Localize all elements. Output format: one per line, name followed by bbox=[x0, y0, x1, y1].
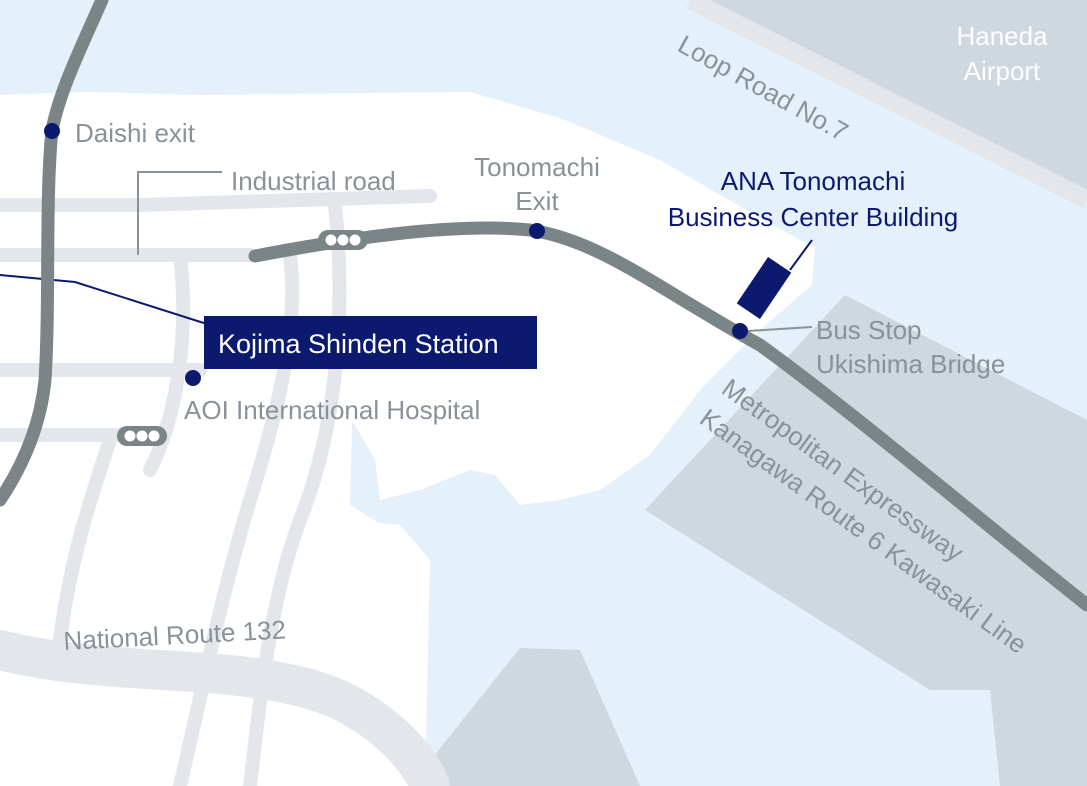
bus-stop-label-line1: Bus Stop bbox=[816, 315, 922, 345]
haneda-label-line1: Haneda bbox=[956, 21, 1048, 51]
industrial-road-label: Industrial road bbox=[231, 166, 396, 196]
loop-road-line bbox=[685, 0, 1087, 209]
local-road-d bbox=[143, 248, 191, 477]
industrial-land-right bbox=[645, 295, 1087, 786]
traffic-light-icon bbox=[318, 230, 368, 250]
location-dot-icon bbox=[732, 323, 748, 339]
location-dot-icon bbox=[529, 223, 545, 239]
left-expressway bbox=[0, 0, 109, 507]
railway-line bbox=[0, 274, 211, 326]
tonomachi-exit-label-line2: Exit bbox=[515, 186, 559, 216]
station-badge bbox=[204, 316, 537, 369]
location-dot-icon bbox=[44, 123, 60, 139]
traffic-light-icon bbox=[117, 426, 167, 446]
industrial-road-leader bbox=[137, 171, 222, 255]
daishi-exit-label: Daishi exit bbox=[75, 118, 196, 148]
metropolitan-expressway bbox=[248, 221, 1087, 612]
industrial-land-bottom bbox=[410, 648, 640, 786]
kojima-station-label: Kojima Shinden Station bbox=[218, 329, 499, 359]
ana-building-label-line2: Business Center Building bbox=[668, 202, 959, 232]
aoi-hospital-label: AOI International Hospital bbox=[184, 395, 480, 425]
haneda-label-line2: Airport bbox=[964, 56, 1041, 86]
ana-building-leader bbox=[789, 239, 813, 271]
tonomachi-exit-label-line1: Tonomachi bbox=[474, 152, 600, 182]
ana-building-label-line1: ANA Tonomachi bbox=[721, 166, 906, 196]
building-icon bbox=[736, 256, 792, 320]
national-route-132 bbox=[0, 630, 450, 786]
local-road-g bbox=[53, 433, 117, 647]
local-road-f bbox=[243, 198, 347, 786]
bus-stop-label-line2: Ukishima Bridge bbox=[816, 349, 1005, 379]
location-dot-icon bbox=[185, 370, 201, 386]
bus-stop-leader bbox=[747, 326, 813, 332]
